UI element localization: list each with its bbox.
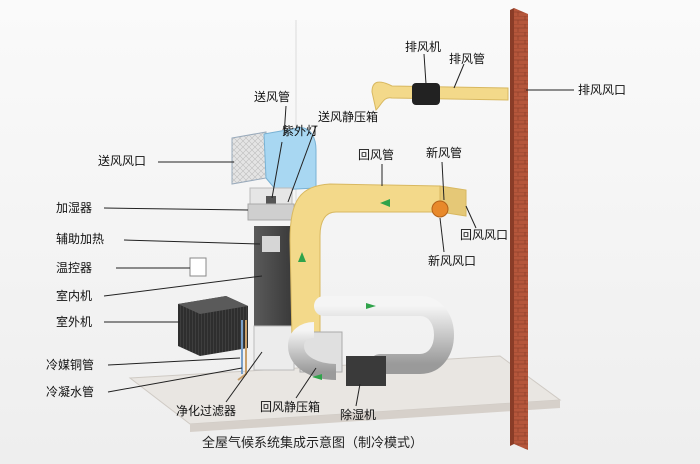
floor-slab-edge [190, 400, 560, 432]
label-return-outlet: 回风风口 [460, 228, 509, 242]
brick-wall [514, 8, 528, 450]
label-supply-duct: 送风管 [254, 90, 291, 104]
label-indoor-unit: 室内机 [56, 289, 93, 303]
label-dehumidifier: 除湿机 [340, 408, 377, 422]
exhaust-fan-shape [412, 83, 440, 105]
label-thermostat: 温控器 [56, 261, 93, 275]
label-fresh-air-outlet: 新风风口 [428, 254, 477, 268]
label-exhaust-duct: 排风管 [449, 52, 486, 66]
filter-box-shape [253, 325, 295, 371]
label-return-duct: 回风管 [358, 148, 395, 162]
label-fresh-air-duct: 新风管 [426, 146, 463, 160]
label-outdoor-unit: 室外机 [56, 315, 93, 329]
label-aux-heater: 辅助加热 [56, 232, 105, 246]
return-pipe [287, 322, 337, 380]
label-refrigerant-pipe: 冷媒铜管 [46, 358, 95, 372]
label-exhaust-fan: 排风机 [405, 40, 442, 54]
label-purifier-filter: 净化过滤器 [176, 404, 237, 418]
thermostat-shape [189, 257, 207, 277]
label-uv-lamp: 紫外灯 [282, 124, 319, 138]
label-supply-outlet: 送风风口 [98, 154, 147, 168]
label-exhaust-outlet: 排风风口 [578, 83, 627, 97]
supply-duct-shape [263, 127, 317, 191]
aux-heater-panel [262, 236, 280, 252]
diagram-caption: 全屋气候系统集成示意图（制冷模式） [202, 436, 424, 451]
label-return-plenum: 回风静压箱 [260, 400, 321, 414]
label-humidifier: 加湿器 [56, 201, 93, 215]
uv-lamp-shape [266, 196, 276, 208]
brick-wall-side [510, 8, 514, 446]
loop-pipe [314, 296, 454, 374]
outdoor-unit-top [178, 296, 248, 314]
label-condensate-pipe: 冷凝水管 [46, 385, 95, 399]
humidifier-shape [247, 203, 295, 221]
supply-outlet-grill [231, 131, 267, 185]
dehumidifier-shape [346, 356, 386, 386]
airflow-arrows [298, 199, 390, 380]
leader-lines [103, 53, 574, 407]
fresh-air-shape [431, 200, 449, 218]
label-supply-plenum: 送风静压箱 [318, 110, 379, 124]
